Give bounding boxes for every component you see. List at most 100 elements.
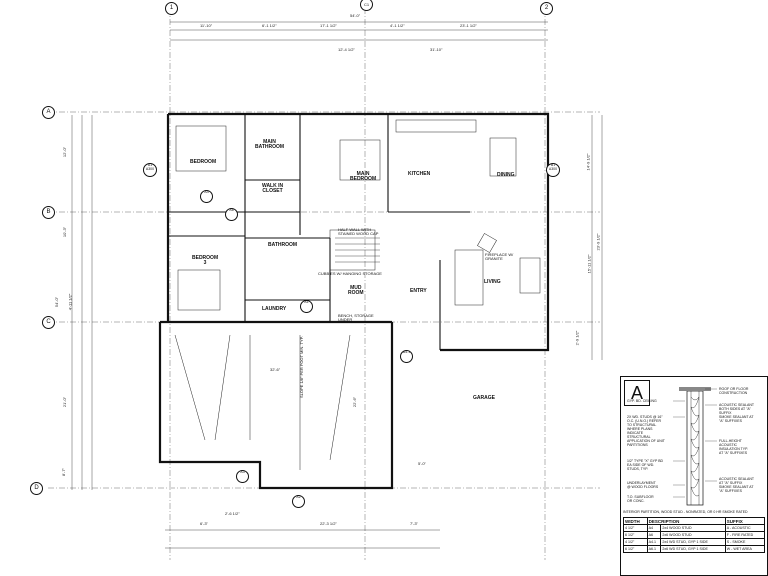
detail-note-subfloor: T.O. SUBFLOOR OR CONC.: [627, 495, 654, 503]
table-cell: 6 1/2": [623, 545, 648, 553]
table-header-description: DESCRIPTION: [646, 517, 726, 525]
grid-bubble-row-b: B: [42, 206, 55, 219]
detail-note-roof: ROOF OR FLOOR CONSTRUCTION: [719, 387, 749, 395]
section-mark-b1: B1 A300: [546, 163, 560, 177]
dim-top-5: 23'-1 1/2": [460, 23, 477, 28]
room-label-dining: DINING: [497, 172, 515, 178]
exterior-walls: [158, 112, 550, 490]
table-cell: A6.1: [646, 545, 662, 553]
table-row: 6 1/2" A6.1 2x6 WD STUD, GYP 1 SIDE W - …: [623, 545, 766, 553]
detail-note-ceiling: GYP. BD. CEILING: [627, 399, 657, 403]
garage-slope-arrows: [174, 334, 351, 470]
dim-top-1: 11'-10": [200, 23, 213, 28]
dim-left-3: 4'-11 1/2": [67, 293, 73, 311]
dim-left-overall: 54'-0": [54, 296, 60, 308]
table-cell: 2x6 WD STUD, GYP 1 SIDE: [660, 545, 726, 553]
note-cubbies: CUBBIES W/ HANGING STORAGE: [318, 271, 382, 276]
room-label-walk-in-closet: WALK IN CLOSET: [262, 183, 284, 194]
table-header-suffix: SUFFIX: [724, 517, 766, 525]
note-bench: BENCH, STORAGE UNDER: [338, 313, 374, 322]
dimension-lines: [71, 21, 603, 549]
detail-note-acoustic-sealant-bottom: ACOUSTIC SEALANT AT "A" SUFFIX SMOKE SEA…: [719, 477, 755, 493]
room-label-living: LIVING: [484, 279, 501, 285]
grid-lines: [48, 8, 600, 560]
detail-note-studs: 2X WD. STUDS @ 16" O.C. (U.N.O.) REFER T…: [627, 415, 665, 447]
table-cell: 2x4 WD STUD, GYP 1 SIDE: [660, 538, 726, 546]
dim-bottom-4: 7'-3": [410, 521, 418, 526]
dim-right-4: 2'-9 1/2": [574, 330, 580, 346]
dim-bottom-3: 22'-3 1/2": [320, 521, 337, 526]
dim-top-2: 6'-1 1/2": [262, 23, 277, 28]
dim-garage-width: 32'-6": [270, 367, 281, 372]
detail-note-insulation: FULL-HEIGHT ACOUSTIC INSULATION TYP. AT …: [719, 439, 748, 455]
table-cell: F - FIRE RATED: [724, 531, 766, 539]
detail-note-acoustic-sealant-top: ACOUSTIC SEALANT BOTH SIDES AT "A" SUFFI…: [719, 403, 755, 423]
dim-right-2: 23'-9 1/2": [595, 233, 601, 251]
room-label-mud-room: MUD ROOM: [348, 285, 364, 296]
room-label-entry: ENTRY: [410, 288, 427, 294]
room-label-kitchen: KITCHEN: [408, 171, 431, 177]
table-cell: A4.1: [646, 538, 662, 546]
detail-note-gyp-board: 1/2" TYPE "X" GYP BD EA SIDE OF WD. STUD…: [627, 459, 664, 471]
dim-top-3: 17'-1 1/2": [320, 23, 337, 28]
table-header-row: WIDTH DESCRIPTION SUFFIX: [623, 517, 766, 525]
dim-top-7: 31'-10": [430, 47, 443, 52]
grid-bubble-row-c: C: [42, 316, 55, 329]
wall-tag-a6: A6: [225, 208, 238, 221]
room-label-laundry: LAUNDRY: [262, 306, 287, 312]
dim-right-1: 14'-9 1/2": [585, 153, 591, 171]
detail-note-underlayment: UNDERLAYMENT @ WOOD FLOORS: [627, 481, 659, 489]
room-label-bathroom: BATHROOM: [268, 242, 298, 248]
table-cell: A6: [646, 531, 662, 539]
grid-bubble-row-d: D: [30, 482, 43, 495]
dim-bottom-5: 5'-0": [418, 461, 426, 466]
dim-bottom-2: 2'-6 1/2": [225, 511, 240, 516]
note-garage-slope: SLOPE 1/8" PER FOOT MIN. TYP.: [299, 336, 304, 398]
section-mark-a1: A1 A300: [143, 163, 157, 177]
room-label-main-bathroom: MAIN BATHROOM: [255, 139, 285, 150]
grid-bubble-col-c1: C1: [360, 0, 373, 11]
dim-right-3: 15'-11 1/2": [586, 254, 592, 274]
table-row: 4 1/2" A4.1 2x4 WD STUD, GYP 1 SIDE S - …: [623, 538, 766, 546]
dim-garage-depth: 22'-6": [352, 396, 358, 408]
grid-bubble-row-a: A: [42, 106, 55, 119]
wall-tag-a3: A3: [236, 470, 249, 483]
table-row: 4 1/2" A4 2x4 WOOD STUD A - ACOUSTIC: [623, 524, 766, 532]
table-cell: A4: [646, 524, 662, 532]
room-label-garage: GARAGE: [473, 395, 495, 401]
table-cell: W - WET AREA: [724, 545, 766, 553]
dim-bottom-1: 6'-3": [200, 521, 208, 526]
grid-bubble-col-2: 2: [540, 2, 553, 15]
detail-caption: INTERIOR PARTITION, WOOD STUD - NONRATED…: [623, 510, 748, 514]
note-fireplace: FIREPLACE W/ GRANITE: [485, 252, 514, 261]
detail-letter: A: [624, 380, 650, 406]
wall-section-diagram: [673, 387, 717, 506]
furniture: [175, 119, 541, 311]
table-cell: S - SMOKE: [724, 538, 766, 546]
wall-tag-a4-1: A4.1: [400, 350, 413, 363]
dim-left-1: 12'-0": [62, 146, 68, 158]
dim-left-2: 10'-3": [62, 226, 68, 238]
dim-top-6: 12'-4 1/2": [338, 47, 355, 52]
table-header-width: WIDTH: [623, 517, 648, 525]
table-cell: 2x6 WOOD STUD: [660, 531, 726, 539]
wall-tag-a2: A2: [292, 495, 305, 508]
table-cell: 6 1/2": [623, 531, 648, 539]
table-cell: A - ACOUSTIC: [724, 524, 766, 532]
wall-type-table: WIDTH DESCRIPTION SUFFIX 4 1/2" A4 2x4 W…: [623, 517, 766, 553]
dim-left-4: 21'-0": [62, 396, 68, 408]
wall-tag-a4: A4: [200, 190, 213, 203]
table-cell: 2x4 WOOD STUD: [660, 524, 726, 532]
interior-walls: [168, 114, 470, 350]
dim-top-overall: 54'-0": [350, 13, 361, 18]
dim-top-4: 4'-1 1/2": [390, 23, 405, 28]
room-label-bedroom: BEDROOM: [190, 159, 217, 165]
table-cell: 4 1/2": [623, 524, 648, 532]
note-half-wall: HALF WALL WITH STAINED WOOD CAP: [338, 227, 379, 236]
stair: [335, 237, 380, 263]
table-row: 6 1/2" A6 2x6 WOOD STUD F - FIRE RATED: [623, 531, 766, 539]
dim-left-5: 8'-7": [60, 468, 66, 476]
room-label-bedroom-3: BEDROOM 3: [192, 255, 219, 266]
room-label-main-bedroom: MAIN BEDROOM: [350, 171, 377, 182]
wall-tag-a1: A1: [300, 300, 313, 313]
